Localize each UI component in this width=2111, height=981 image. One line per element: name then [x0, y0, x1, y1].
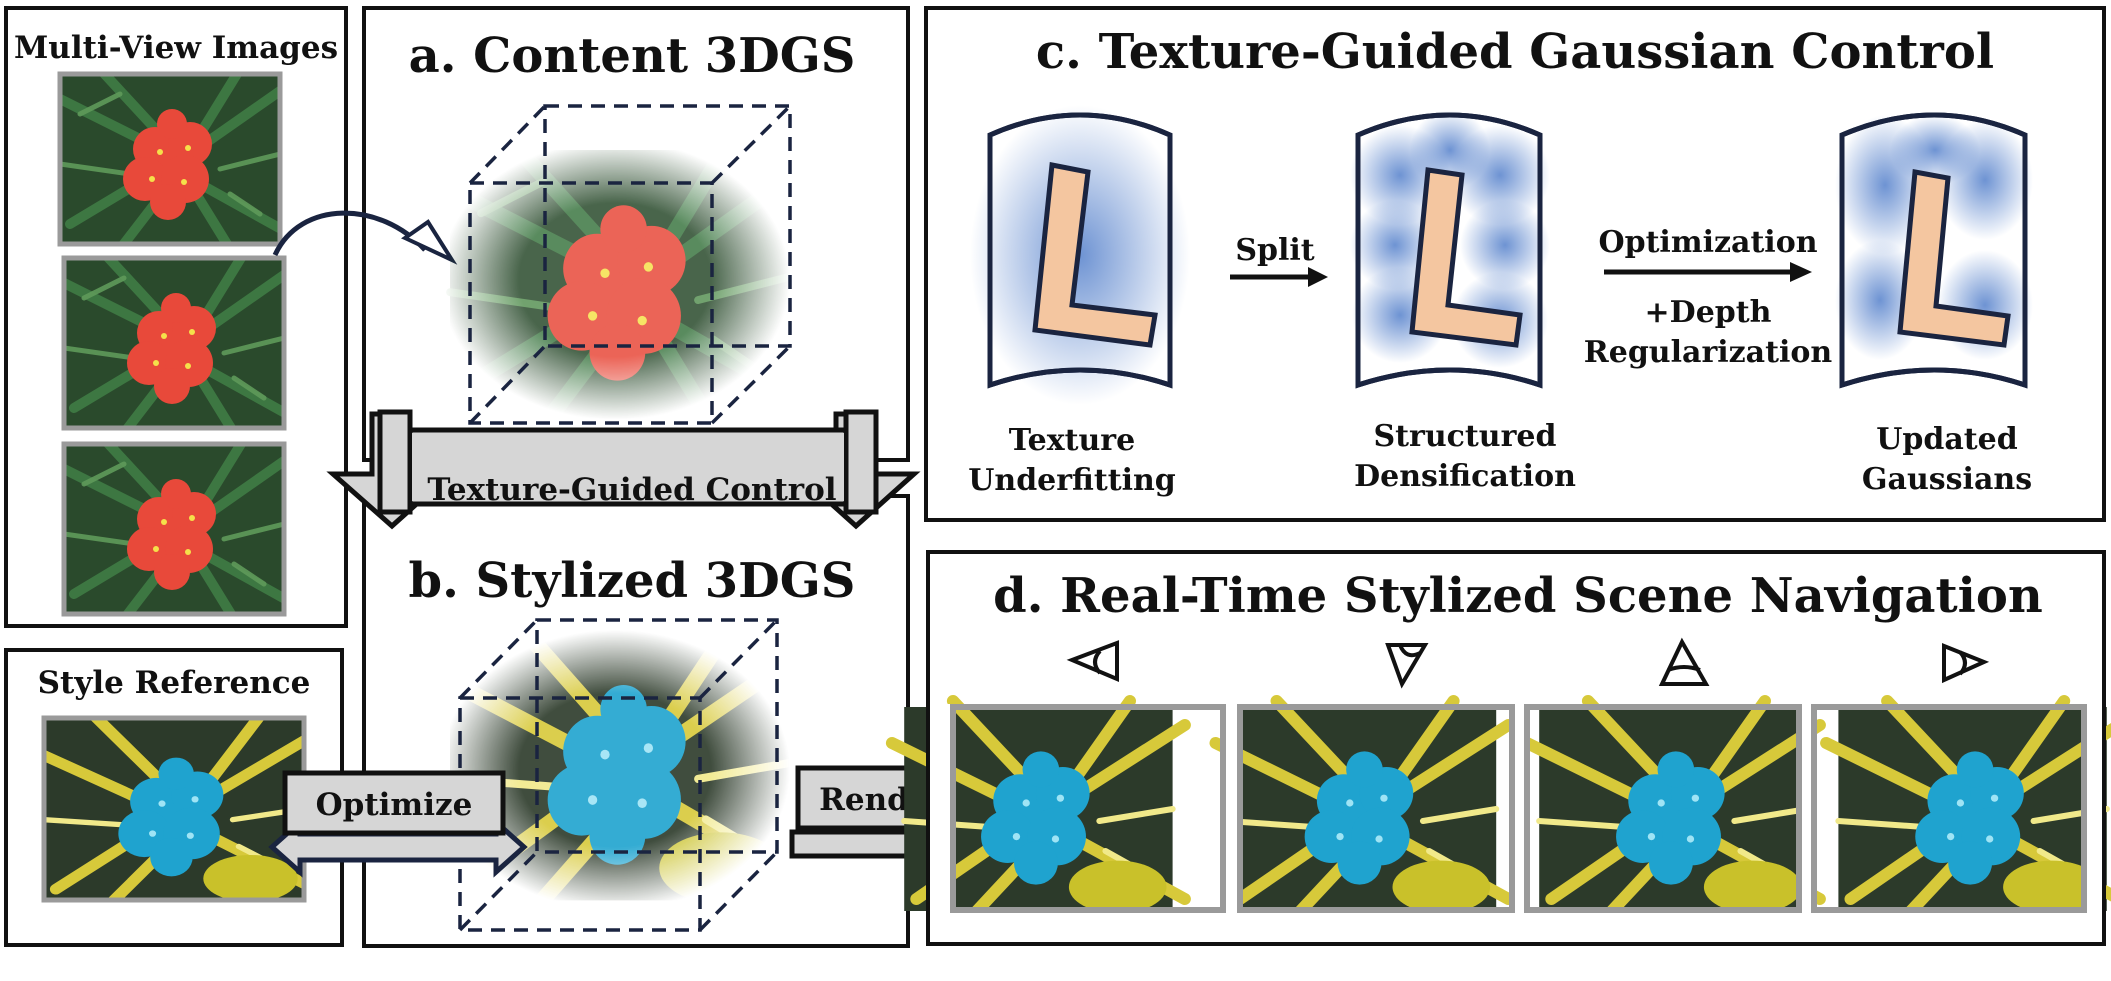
gaussian-blobs-3	[1835, 115, 2033, 360]
optimize-label: Optimize	[316, 787, 473, 823]
stage1-line1: Texture	[1009, 423, 1135, 458]
panel-a-title: a. Content 3DGS	[409, 28, 856, 84]
rendered-view-4	[1811, 701, 2111, 917]
stage2-line2: Densification	[1354, 459, 1576, 494]
style-reference-image	[41, 715, 307, 903]
multiview-to-3dgs-arrowhead	[401, 219, 458, 265]
split-label: Split	[1235, 233, 1314, 268]
multiview-image-3	[61, 441, 287, 617]
panel-c-frame	[924, 6, 2106, 522]
stage1-line2: Underfitting	[968, 463, 1176, 498]
gaussian-blobs-2	[1350, 110, 1550, 368]
multiview-title: Multi-View Images	[14, 30, 338, 66]
panel-b-title: b. Stylized 3DGS	[409, 553, 856, 609]
stage-texture-underfitting	[970, 105, 1190, 405]
optimize-arrow	[268, 770, 528, 878]
l-glyph-1	[1032, 162, 1158, 348]
l-glyph-3	[1897, 169, 2011, 348]
stage-updated-gaussians	[1835, 112, 2033, 389]
depth-label-1: +Depth	[1645, 295, 1772, 330]
multiview-image-2	[61, 255, 287, 431]
style-title: Style Reference	[38, 665, 311, 701]
stage2-line1: Structured	[1374, 419, 1557, 454]
multiview-panel-frame	[4, 6, 348, 628]
split-arrowhead	[1308, 267, 1328, 287]
camera-view-icon-1	[1066, 640, 1119, 683]
multiview-to-3dgs-arrow	[272, 210, 427, 257]
multiview-image-1	[57, 71, 283, 247]
camera-view-icon-4	[1942, 643, 1990, 684]
stage-structured-densification	[1350, 110, 1550, 389]
panel-d-title: d. Real-Time Stylized Scene Navigation	[993, 568, 2043, 624]
l-glyph-2	[1409, 167, 1523, 348]
depth-label-2: Regularization	[1584, 335, 1833, 370]
texture-guided-control-label: Texture-Guided Control	[427, 472, 836, 508]
stage3-line1: Updated	[1876, 422, 2017, 457]
rendered-view-3	[1527, 701, 1820, 917]
rendered-view-2	[1216, 701, 1515, 917]
stage3-line2: Gaussians	[1862, 462, 2032, 497]
panel-c-title: c. Texture-Guided Gaussian Control	[1036, 24, 1994, 80]
texture-guided-control-arrow	[326, 409, 921, 530]
camera-view-icon-2	[1385, 643, 1429, 689]
optimization-label: Optimization	[1598, 225, 1817, 260]
content-3dgs-cube	[435, 104, 807, 427]
camera-view-icon-3	[1658, 637, 1710, 686]
optimization-arrowhead	[1790, 262, 1812, 282]
